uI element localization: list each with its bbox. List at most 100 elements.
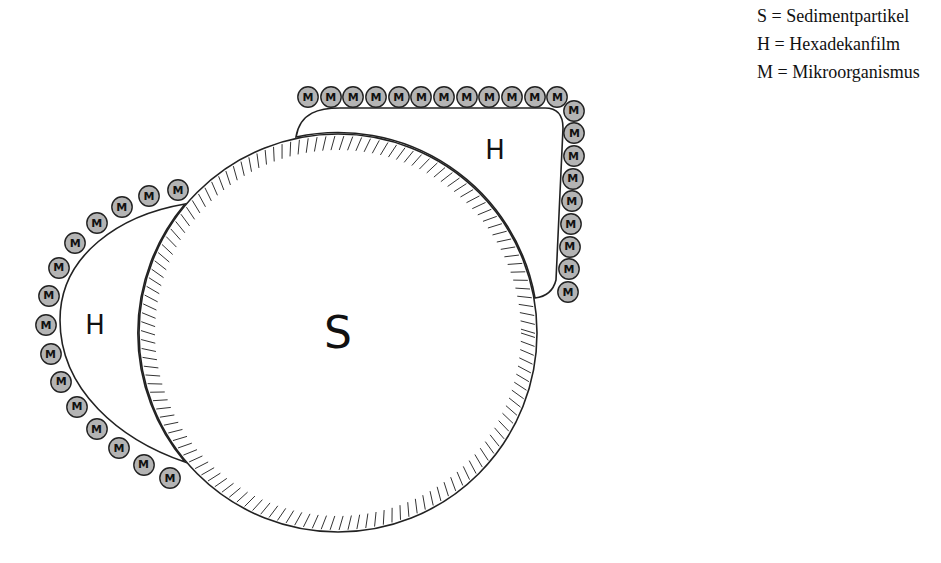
hatch-stroke	[419, 159, 429, 170]
hatch-stroke	[454, 184, 466, 192]
organism-circle	[38, 285, 58, 305]
hatch-stroke	[219, 176, 224, 190]
microorganism: M	[342, 86, 364, 108]
hatch-stroke	[463, 466, 469, 479]
hatch-stroke	[504, 255, 519, 257]
organism-circle	[564, 123, 584, 143]
hatch-stroke	[388, 145, 396, 157]
film-path	[296, 108, 563, 298]
hatch-stroke	[339, 136, 344, 150]
organism-letter: M	[325, 92, 336, 103]
microorganism: M	[35, 314, 57, 336]
organism-letter: M	[565, 219, 576, 230]
hatch-stroke	[372, 140, 379, 153]
hatch-stroke	[490, 435, 499, 446]
key-label: H = Hexadekanfilm	[757, 34, 900, 56]
hatch-stroke	[502, 413, 513, 423]
hatch-stroke	[488, 224, 502, 228]
hatch-stroke	[141, 331, 155, 335]
hatch-stroke	[143, 304, 156, 310]
organism-letter: M	[116, 202, 127, 213]
microorganism: M	[133, 454, 155, 476]
hatch-stroke	[415, 499, 417, 514]
hatch-stroke	[164, 422, 178, 425]
microorganism: M	[365, 86, 387, 108]
film-path	[60, 204, 185, 462]
organism-circle	[86, 419, 106, 439]
organism-circle	[133, 454, 153, 474]
organism-letter: M	[568, 105, 579, 116]
hatch-stroke	[143, 357, 157, 359]
hatch-stroke	[357, 515, 360, 529]
organism-letter: M	[70, 238, 81, 249]
organism-circle	[561, 214, 581, 234]
hatch-stroke	[160, 415, 174, 417]
hatch-stroke	[460, 190, 473, 197]
hatch-stroke	[312, 515, 318, 528]
hatch-stroke	[517, 296, 532, 298]
hatch-stroke	[434, 168, 445, 178]
microorganism: M	[478, 86, 500, 108]
organism-circle	[168, 180, 188, 200]
hatch-stroke	[364, 139, 370, 152]
organism-circle	[411, 87, 431, 107]
organism-circle	[366, 87, 386, 107]
hatch-stroke	[513, 280, 528, 281]
hatch-stroke	[145, 295, 158, 302]
hatch-stroke	[448, 178, 460, 186]
hatch-stroke	[212, 182, 218, 195]
hatch-stroke	[412, 155, 422, 166]
organism-letter: M	[56, 376, 67, 387]
microorganism: M	[297, 86, 319, 108]
hatch-stroke	[512, 390, 524, 399]
hatch-stroke	[408, 502, 409, 517]
hatch-stroke	[478, 209, 492, 215]
hatch-stroke	[508, 263, 523, 264]
hatch-stroke	[493, 231, 507, 235]
hatch-stroke	[257, 153, 259, 168]
microorganism: M	[48, 257, 70, 279]
hatch-stroke	[521, 333, 535, 337]
hatch-stroke	[437, 487, 441, 501]
hatch-stroke	[314, 137, 317, 151]
hexadecane-film: H	[296, 108, 563, 298]
microorganism: M	[38, 285, 60, 307]
hatch-stroke	[451, 477, 456, 491]
organism-circle	[479, 87, 499, 107]
hatch-stroke	[201, 468, 214, 475]
hatch-stroke	[146, 375, 161, 376]
hatch-stroke	[215, 478, 227, 486]
hatch-stroke	[472, 202, 485, 208]
hatch-stroke	[514, 382, 526, 390]
organism-circle	[559, 259, 579, 279]
hatch-stroke	[521, 329, 535, 333]
hatch-stroke	[162, 244, 173, 254]
organism-letter: M	[569, 128, 580, 139]
hatch-stroke	[208, 473, 220, 481]
hatch-stroke	[511, 271, 526, 272]
hatch-stroke	[142, 313, 156, 319]
organism-letter: M	[393, 92, 404, 103]
organism-letter: M	[507, 92, 518, 103]
organism-letter: M	[53, 262, 64, 273]
organism-circle	[388, 87, 408, 107]
hatch-stroke	[261, 503, 270, 514]
hatch-stroke	[427, 163, 438, 173]
hatch-stroke	[141, 322, 155, 327]
microorganism: M	[433, 86, 455, 108]
organism-letter: M	[568, 151, 579, 162]
organism-circle	[51, 372, 71, 392]
hatch-stroke	[171, 229, 181, 240]
hatch-stroke	[516, 374, 529, 381]
hatch-stroke	[430, 491, 433, 505]
microorganism: M	[388, 86, 410, 108]
hatch-stroke	[441, 173, 453, 182]
microorganism: M	[167, 179, 189, 201]
sediment-particle: S	[138, 133, 538, 533]
hatch-stroke	[396, 148, 405, 160]
organism-circle	[111, 197, 131, 217]
organism-circle	[457, 87, 477, 107]
particle-circle	[139, 134, 537, 532]
